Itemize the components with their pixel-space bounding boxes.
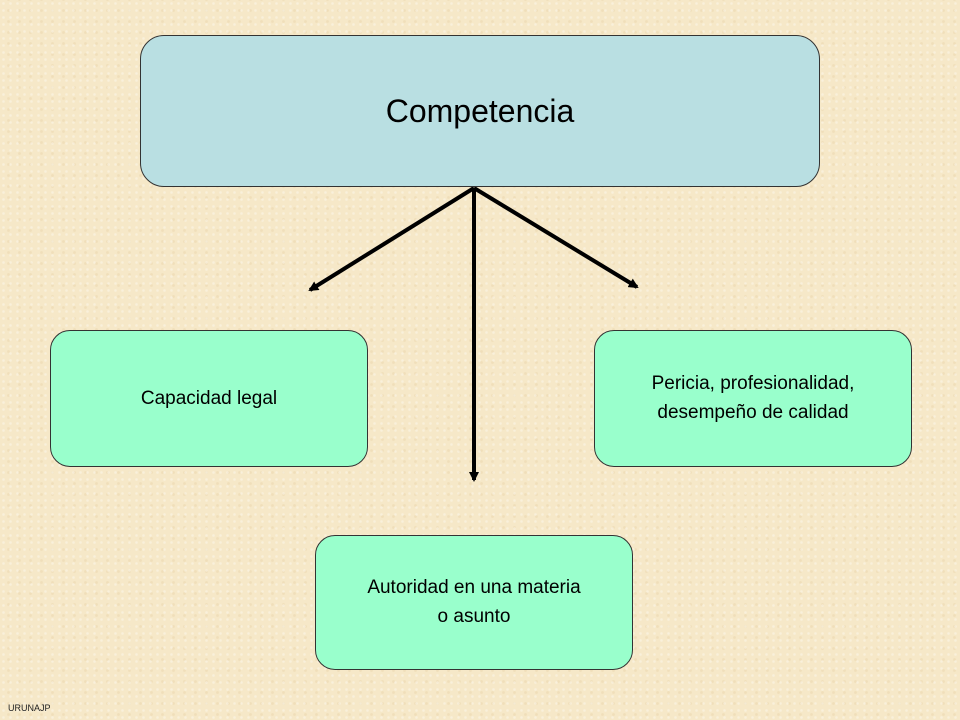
node-pericia-line2: desempeño de calidad [657,401,849,423]
root-node: Competencia [140,35,820,187]
arrow-to-capacidad-legal [308,186,476,292]
node-capacidad-legal: Capacidad legal [50,330,368,467]
node-autoridad-line1: Autoridad en una materia [367,577,581,598]
node-autoridad: Autoridad en una materia o asunto [315,535,633,670]
footer-watermark: URUNAJP [8,703,51,713]
node-capacidad-legal-label: Capacidad legal [140,387,278,409]
node-pericia: Pericia, profesionalidad, desempeño de c… [594,330,912,467]
node-pericia-line1: Pericia, profesionalidad, [651,373,855,394]
root-label: Competencia [385,92,575,129]
node-autoridad-line2: o asunto [437,605,511,627]
arrow-to-pericia [472,186,639,289]
